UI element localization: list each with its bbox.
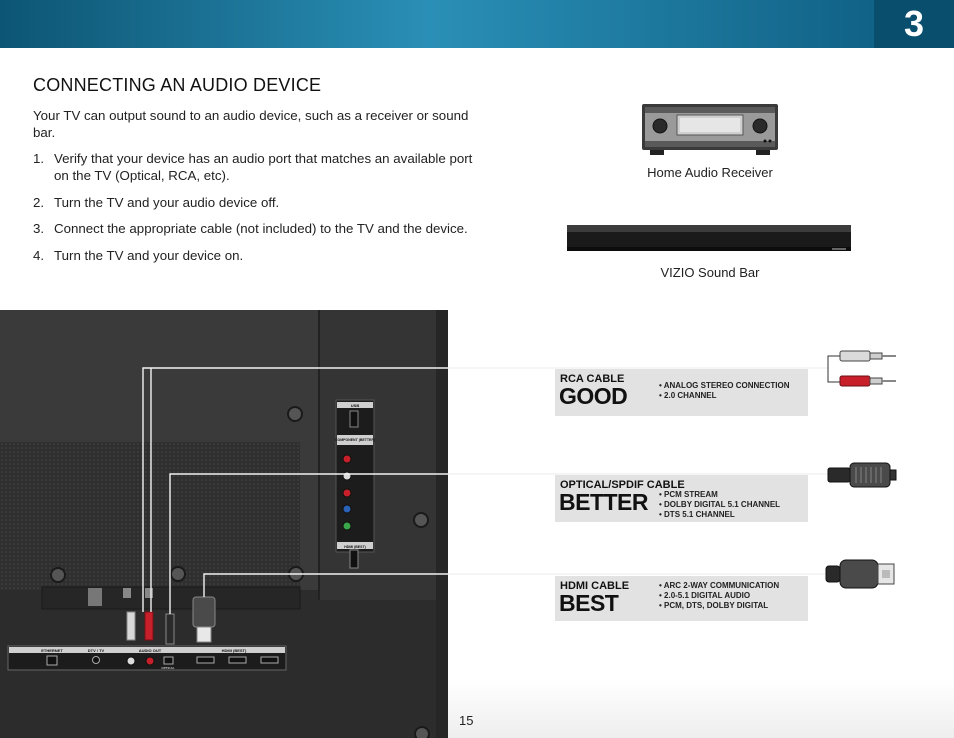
card-features: • ANALOG STEREO CONNECTION • 2.0 CHANNEL [659, 381, 790, 401]
feature-item: • DOLBY DIGITAL 5.1 CHANNEL [659, 500, 781, 509]
hdmi-side-label: HDMI (BEST) [344, 545, 366, 549]
page-number: 15 [459, 713, 474, 728]
usb-port-label: USB [351, 403, 360, 408]
feature-item: • DTS 5.1 CHANNEL [659, 510, 735, 519]
ethernet-port-label: ETHERNET [41, 648, 63, 653]
rca-cable-icon [839, 350, 896, 387]
step-item: 2.Turn the TV and your audio device off. [33, 194, 280, 210]
hdmi-bottom-port-label: HDMI (BEST) [222, 648, 247, 653]
footer-band [448, 680, 954, 738]
feature-item: • 2.0 CHANNEL [659, 391, 717, 400]
chapter-number: 3 [874, 0, 954, 48]
card-label: HDMI CABLE [560, 580, 630, 592]
intro-text: Your TV can output sound to an audio dev… [33, 108, 469, 140]
optical-port-label: OPTICAL [161, 666, 174, 670]
card-rating: GOOD [559, 383, 628, 409]
hdmi-cable-icon [825, 559, 895, 589]
dtv-port-label: DTV / TV [88, 648, 105, 653]
soundbar-caption: VIZIO Sound Bar [660, 265, 760, 280]
card-rating: BEST [559, 590, 619, 616]
cable-card-optical: OPTICAL/SPDIF CABLE BETTER • PCM STREAM … [555, 475, 808, 522]
card-features: • ARC 2-WAY COMMUNICATION • 2.0-5.1 DIGI… [659, 581, 779, 611]
receiver-caption: Home Audio Receiver [647, 165, 773, 180]
feature-item: • PCM, DTS, DOLBY DIGITAL [659, 601, 769, 610]
step-item: 3.Connect the appropriate cable (not inc… [33, 221, 468, 236]
cable-card-hdmi: HDMI CABLE BEST • ARC 2-WAY COMMUNICATIO… [555, 576, 808, 621]
feature-item: • 2.0-5.1 DIGITAL AUDIO [659, 591, 751, 600]
tv-back-illustration: USB COMPONENT (BETTER) HDMI (BEST) ETHER… [0, 310, 448, 738]
cable-card-rca: RCA CABLE GOOD • ANALOG STEREO CONNECTIO… [555, 369, 808, 416]
step-item: 4.Turn the TV and your device on. [33, 247, 244, 263]
card-rating: BETTER [559, 489, 649, 515]
step-item: 1.Verify that your device has an audio p… [33, 151, 473, 183]
steps-list: 1.Verify that your device has an audio p… [33, 150, 473, 273]
feature-item: • ANALOG STEREO CONNECTION [659, 381, 790, 390]
section-title: CONNECTING AN AUDIO DEVICE [33, 75, 322, 95]
optical-cable-icon [827, 462, 897, 488]
feature-item: • PCM STREAM [659, 490, 718, 499]
feature-item: • ARC 2-WAY COMMUNICATION [659, 581, 780, 590]
card-label: RCA CABLE [560, 373, 625, 385]
component-port-label: COMPONENT (BETTER) [335, 438, 375, 442]
receiver-illustration [642, 104, 778, 155]
tv-back-panel: USB COMPONENT (BETTER) HDMI (BEST) ETHER… [0, 310, 448, 738]
card-label: OPTICAL/SPDIF CABLE [560, 479, 685, 491]
soundbar-illustration [567, 225, 851, 251]
header-bar [0, 0, 954, 48]
card-features: • PCM STREAM • DOLBY DIGITAL 5.1 CHANNEL… [659, 490, 780, 520]
audio-out-port-label: AUDIO OUT [139, 648, 162, 653]
